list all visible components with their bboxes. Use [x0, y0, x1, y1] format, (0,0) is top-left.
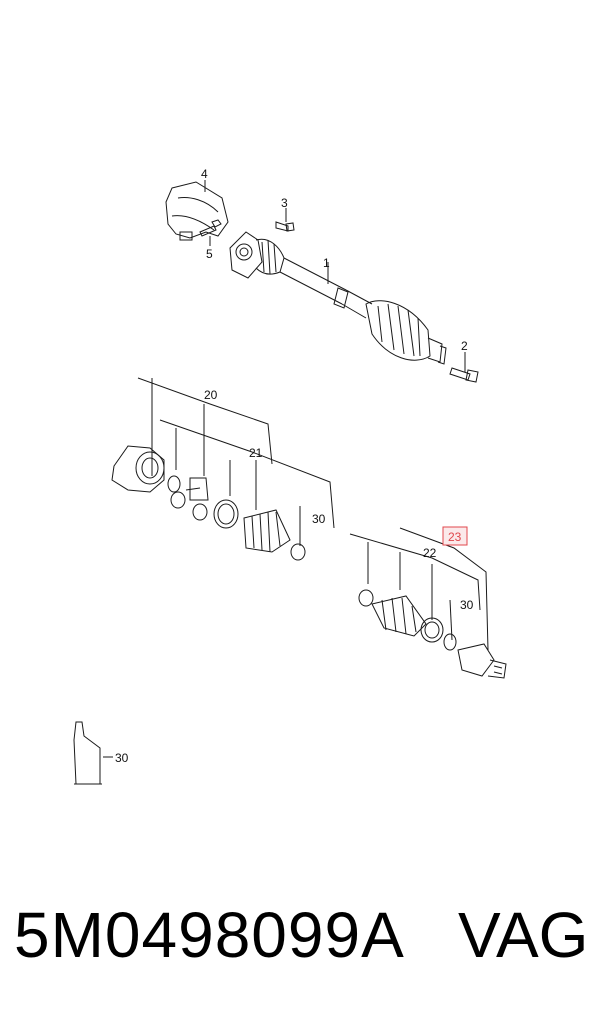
highlight-box-23 [442, 526, 468, 546]
bolt-part-3 [275, 221, 295, 232]
callout-22: 22 [423, 546, 437, 560]
bracket-group-23 [399, 527, 489, 651]
callout-21: 21 [249, 446, 263, 460]
part-number-label: 5M0498099A [14, 899, 405, 971]
callout-2: 2 [461, 339, 468, 353]
callout-23: 23 [448, 530, 462, 544]
bracket-group-20 [137, 377, 273, 476]
callout-30-tube: 30 [115, 751, 129, 765]
callout-30-right: 30 [460, 598, 474, 612]
clamp-small-left [290, 543, 306, 561]
bracket-group-30-right [449, 599, 453, 641]
circlip-right [443, 633, 457, 651]
callout-4: 4 [201, 167, 208, 181]
bolt-part-5 [199, 219, 222, 237]
boot-right [371, 595, 427, 637]
grease-tube-part [73, 721, 102, 785]
callout-20: 20 [204, 388, 218, 402]
drive-shaft-part [229, 231, 447, 365]
clamp-large-left [213, 499, 239, 529]
callout-1: 1 [323, 256, 330, 270]
tripod-spider [170, 477, 209, 521]
parts-diagram: 4 5 3 1 2 20 [73, 167, 507, 785]
callout-3: 3 [281, 196, 288, 210]
clamp-small-right [358, 589, 374, 607]
bolt-part-2 [449, 367, 479, 383]
callout-30-left: 30 [312, 512, 326, 526]
clamp-large-right [420, 617, 444, 643]
bracket-group-22 [349, 533, 481, 620]
boot-left [243, 509, 291, 553]
inner-joint-housing [111, 445, 165, 493]
heat-shield-part [165, 181, 229, 241]
callout-5: 5 [206, 247, 213, 261]
footer: 5M0498099A VAG [0, 885, 600, 985]
outer-cv-joint [457, 643, 507, 679]
circlip-ring [167, 475, 181, 493]
brand-label: VAG [458, 899, 589, 971]
bracket-group-21 [159, 419, 335, 529]
